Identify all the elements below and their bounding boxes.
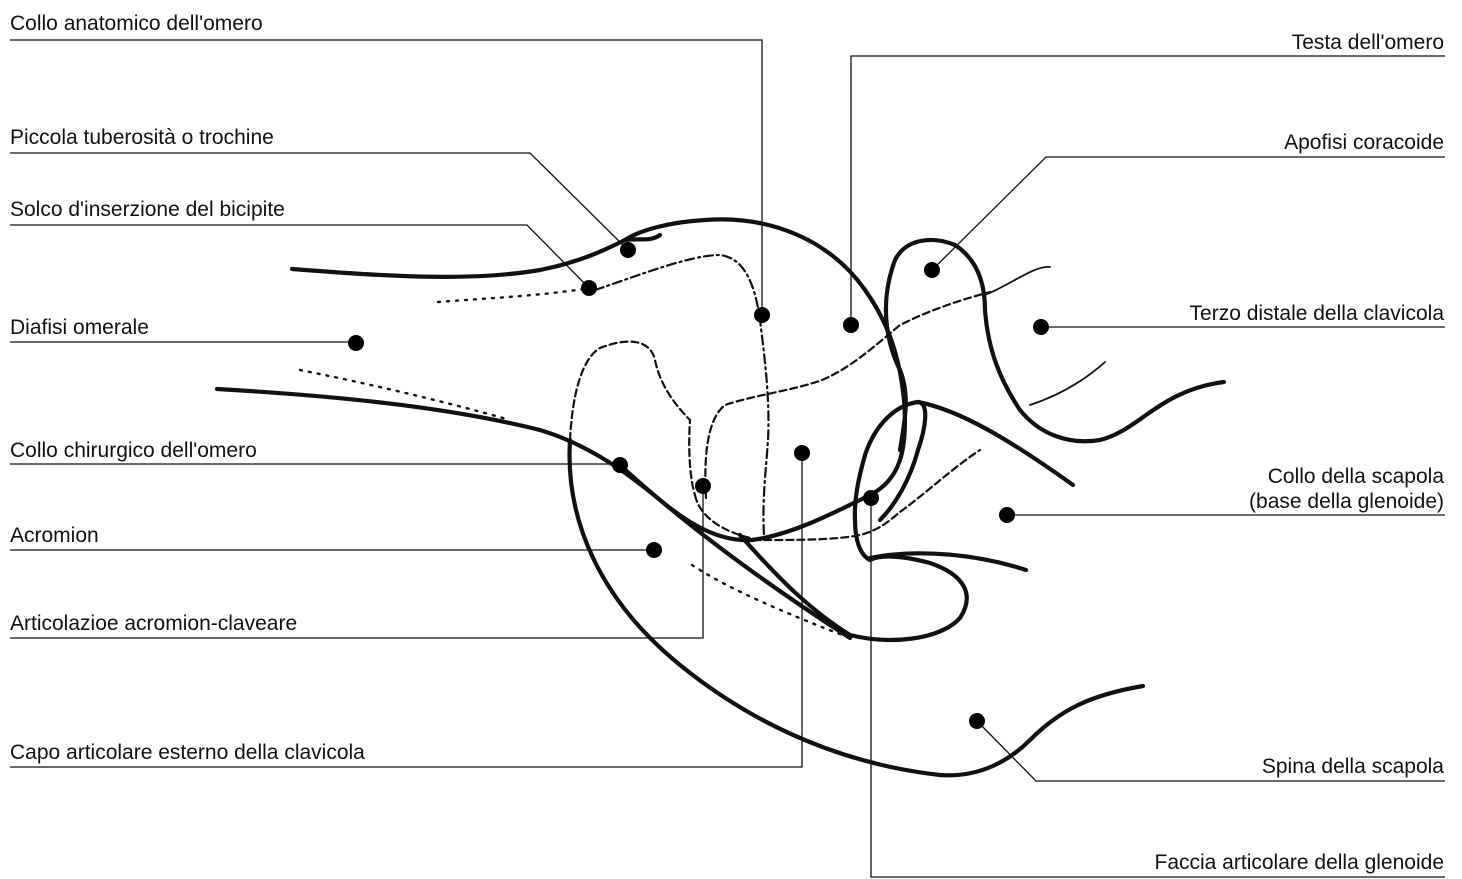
leader-testa-omero — [850, 55, 1445, 325]
dot-faccia-glenoide — [863, 490, 879, 506]
label-apofisi: Apofisi coracoide — [1284, 131, 1444, 154]
label-terzo-distale: Terzo distale della clavicola — [1190, 302, 1445, 325]
leader-piccola-tuberosita — [10, 152, 629, 251]
dot-articolazione — [695, 478, 711, 494]
leader-collo-anatomico — [10, 39, 763, 315]
glenoid-neck-lower — [867, 551, 1029, 573]
label-diafisi: Diafisi omerale — [10, 316, 149, 339]
surgical-neck-line — [617, 462, 853, 641]
label-collo-scapola: Collo della scapola — [1268, 465, 1445, 488]
label-collo-anatomico: Collo anatomico dell'omero — [10, 12, 263, 35]
dot-acromion — [646, 542, 662, 558]
dot-collo-chirurgico — [612, 457, 628, 473]
leader-lines — [10, 39, 1445, 878]
label-acromion: Acromion — [10, 524, 99, 547]
label-testa-omero: Testa dell'omero — [1292, 31, 1444, 54]
label-capo-clavicola: Capo articolare esterno della clavicola — [10, 741, 365, 764]
distal-clavicle-lower — [1029, 361, 1106, 406]
distal-clavicle-upper — [984, 266, 1051, 296]
humerus-dotted-line-3 — [690, 563, 852, 640]
dot-collo-scapola — [999, 507, 1015, 523]
text-labels: Collo anatomico dell'omero Piccola tuber… — [10, 12, 1444, 874]
leader-capo-clavicola — [10, 453, 803, 768]
dot-collo-anatomico — [754, 307, 770, 323]
label-piccola-tuberosita: Piccola tuberosità o trochine — [10, 126, 274, 149]
acromion-outline — [567, 437, 1146, 778]
humeral-head-outline — [214, 217, 908, 543]
label-solco-bicipite: Solco d'inserzione del bicipite — [10, 198, 285, 221]
leader-articolazione — [10, 486, 704, 639]
leader-spina-scapola — [976, 720, 1445, 782]
label-collo-chirurgico: Collo chirurgico dell'omero — [10, 439, 257, 462]
acromion-dashed-contour — [568, 340, 697, 497]
humerus-dotted-line-2 — [298, 368, 512, 422]
leader-faccia-glenoide — [870, 498, 1445, 878]
coracoid-process — [883, 237, 1227, 453]
dot-apofisi — [924, 262, 940, 278]
dot-capo-clavicola — [794, 445, 810, 461]
anatomy-drawing — [214, 217, 1227, 778]
label-articolazione: Articolazioe acromion-claveare — [10, 612, 297, 635]
humerus-shaft-upper — [289, 232, 663, 279]
clavicle-head-dashed — [693, 448, 982, 542]
leader-apofisi — [931, 156, 1445, 271]
dot-diafisi — [348, 335, 364, 351]
leader-solco-bicipite — [10, 224, 590, 289]
dot-spina-scapola — [969, 713, 985, 729]
scapula-neck-upper — [915, 399, 1076, 488]
dot-piccola-tuberosita — [620, 242, 636, 258]
humerus-dotted-line-1 — [436, 286, 592, 304]
dot-testa-omero — [843, 317, 859, 333]
dot-terzo-distale — [1033, 319, 1049, 335]
acromion-lower-contour — [737, 452, 969, 643]
clavicle-head-inner-dashed — [704, 290, 992, 500]
marker-dots — [348, 242, 1049, 729]
anatomical-neck-line — [593, 253, 770, 537]
dot-solco-bicipite — [581, 280, 597, 296]
label-faccia-glenoide: Faccia articolare della glenoide — [1155, 851, 1445, 874]
glenoid-face — [862, 399, 928, 523]
label-base-glenoide: (base della glenoide) — [1249, 490, 1444, 513]
label-spina-scapola: Spina della scapola — [1262, 755, 1444, 778]
